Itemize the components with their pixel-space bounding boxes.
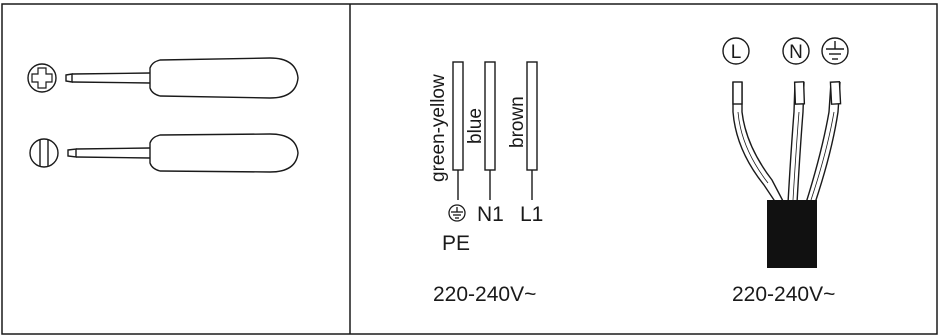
neutral-marker-circle [782,37,810,65]
tools-cell [27,57,299,173]
flat-screwdriver-icon [29,133,299,173]
earth-wire [452,61,464,200]
neutral-wire-color-label: blue [465,108,486,144]
terminal-block: green-yellow blue brown N1 L1 PE 220-240… [428,61,543,306]
neutral-wire [484,61,496,200]
terminal-block-voltage: 220-240V~ [433,283,536,306]
live-wire [526,61,538,200]
power-cable: L N 22 [722,37,849,306]
cable-sheath [767,200,817,268]
neutral-marker-label: N [789,42,803,63]
terminal-label-pe: PE [442,232,470,255]
live-marker-circle [722,37,750,65]
terminal-label-l1: L1 [520,203,543,226]
cable-wires [732,81,842,204]
table-frame [1,3,938,335]
cable-voltage: 220-240V~ [732,283,835,306]
live-marker-label: L [731,42,742,63]
earth-terminal-icon [448,204,466,222]
earth-wire-color-label: green-yellow [428,74,449,182]
terminal-label-n1: N1 [477,203,504,226]
phillips-screwdriver-icon [27,57,299,99]
earth-marker-icon [821,37,849,65]
live-wire-color-label: brown [507,96,528,148]
